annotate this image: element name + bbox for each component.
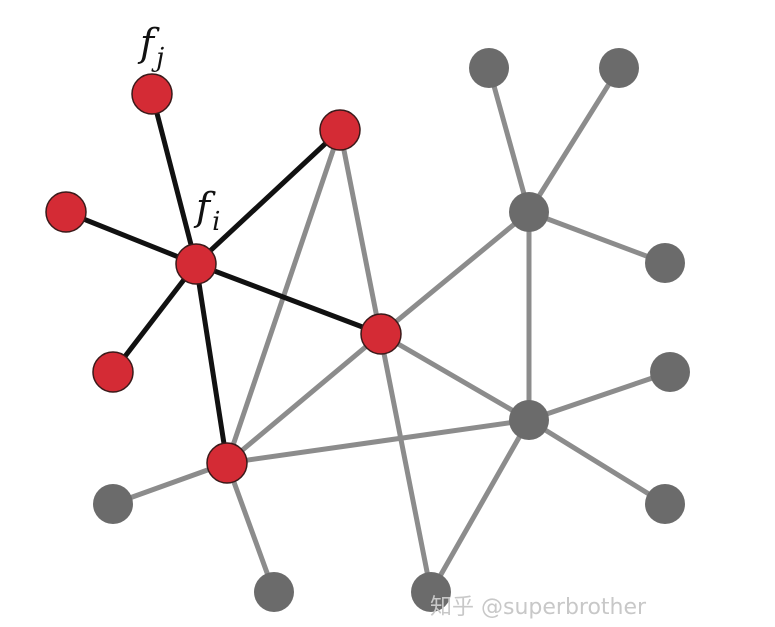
edge-fi-r_mid bbox=[193, 261, 384, 337]
node-r_lowleft bbox=[92, 351, 134, 393]
node-g_bottom1 bbox=[254, 572, 294, 612]
edge-fi-r_top bbox=[193, 127, 343, 267]
edge-fi-fj bbox=[149, 91, 199, 267]
label-fj: fj bbox=[137, 21, 164, 73]
nodes-layer bbox=[45, 48, 690, 612]
edge-g_hub1-g_top2 bbox=[526, 65, 622, 215]
edge-r_bottom-g_bottom1 bbox=[224, 460, 277, 595]
node-g_right3 bbox=[645, 484, 685, 524]
node-r_top bbox=[319, 109, 361, 151]
edge-r_bottom-g_hub2 bbox=[224, 417, 532, 466]
node-g_hub1 bbox=[509, 192, 549, 232]
watermark: 知乎 @superbrother bbox=[430, 595, 647, 620]
node-r_bottom bbox=[206, 442, 248, 484]
node-g_right1 bbox=[645, 243, 685, 283]
node-g_bottom2 bbox=[411, 572, 451, 612]
edge-r_mid-r_bottom bbox=[224, 331, 384, 466]
edge-r_top-g_bottom2 bbox=[337, 127, 434, 595]
node-fj bbox=[131, 73, 173, 115]
node-r_mid bbox=[360, 313, 402, 355]
edge-r_mid-g_hub1 bbox=[378, 209, 532, 337]
node-g_top2 bbox=[599, 48, 639, 88]
edges-layer bbox=[63, 65, 673, 595]
edge-g_hub2-g_right3 bbox=[526, 417, 668, 507]
node-g_left bbox=[93, 484, 133, 524]
edge-g_hub2-g_bottom2 bbox=[428, 417, 532, 595]
node-g_hub2 bbox=[509, 400, 549, 440]
node-r_left bbox=[45, 191, 87, 233]
edge-fi-r_left bbox=[63, 209, 199, 267]
edge-r_mid-g_hub2 bbox=[378, 331, 532, 423]
edge-fi-r_lowleft bbox=[110, 261, 199, 375]
edge-g_hub1-g_right1 bbox=[526, 209, 668, 266]
edge-g_hub1-g_top1 bbox=[486, 65, 532, 215]
edge-g_hub2-g_right2 bbox=[526, 369, 673, 423]
label-fi: fi bbox=[193, 185, 220, 237]
node-g_right2 bbox=[650, 352, 690, 392]
node-fi bbox=[175, 243, 217, 285]
edge-fi-r_bottom bbox=[193, 261, 230, 466]
node-g_top1 bbox=[469, 48, 509, 88]
